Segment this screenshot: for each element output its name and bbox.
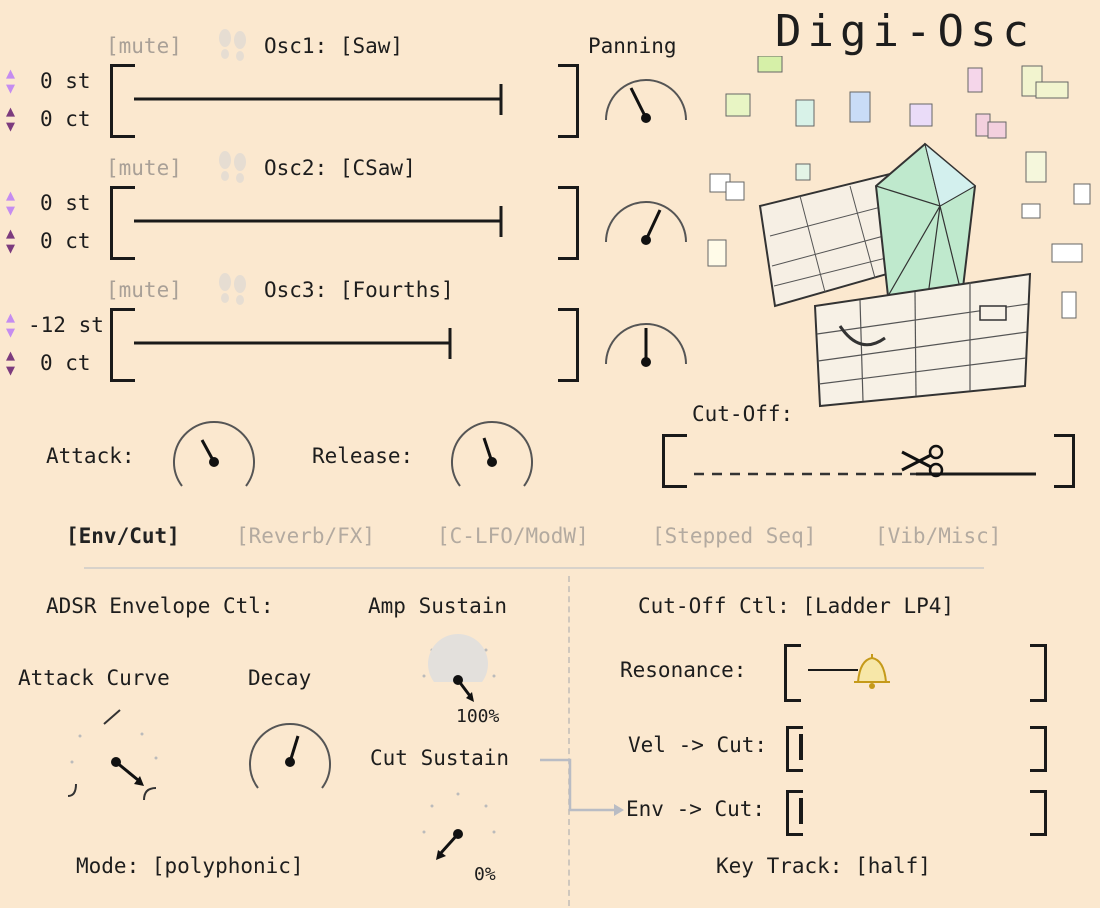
spinner-down-icon[interactable]: ▲▼ — [6, 346, 16, 379]
osc3-level-bracket-right — [558, 308, 579, 382]
attack-curve-label: Attack Curve — [18, 666, 170, 690]
amp-sustain-knob[interactable] — [410, 630, 510, 710]
osc1-level-bracket-left — [110, 64, 135, 138]
tab-reverb-fx[interactable]: [Reverb/FX] — [236, 524, 376, 548]
tab-c-lfo-modw[interactable]: [C-LFO/ModW] — [437, 524, 589, 548]
scissors-icon[interactable] — [896, 440, 950, 480]
resonance-slider[interactable] — [800, 650, 900, 694]
osc1-mute-button[interactable]: [mute] — [106, 34, 182, 58]
osc3-level-slider[interactable] — [134, 326, 464, 362]
osc3-mute-button[interactable]: [mute] — [106, 278, 182, 302]
spinner-up-icon[interactable]: ▲▼ — [6, 308, 16, 341]
treasure-chest-icon — [707, 56, 1091, 408]
osc3-level-bracket-left — [110, 308, 135, 382]
cutoff-bracket-right — [1054, 434, 1075, 488]
osc2-level-bracket-left — [110, 186, 135, 260]
tab-divider — [84, 567, 984, 569]
osc2-wave-selector[interactable]: Osc2: [CSaw] — [264, 156, 416, 180]
spinner-down-icon[interactable]: ▲▼ — [6, 224, 16, 257]
osc1-cents[interactable]: 0 ct — [40, 107, 91, 131]
attack-curve-knob[interactable] — [60, 700, 170, 810]
release-knob[interactable] — [444, 412, 540, 492]
tab-env-cut[interactable]: [Env/Cut] — [66, 524, 180, 548]
cut-sustain-label: Cut Sustain — [370, 746, 510, 770]
resonance-bracket-left — [784, 644, 801, 702]
amp-sustain-value: 100% — [456, 706, 500, 727]
osc3-pan-knob[interactable] — [598, 318, 694, 374]
env-cut-bracket-left — [786, 790, 803, 836]
cutoff-label: Cut-Off: — [692, 402, 794, 426]
spinner-up-icon[interactable]: ▲▼ — [6, 186, 16, 219]
cutoff-slider[interactable] — [690, 440, 1046, 482]
osc2-level-bracket-right — [558, 186, 579, 260]
osc1-level-bracket-right — [558, 64, 579, 138]
osc1-level-slider[interactable] — [134, 82, 514, 118]
attack-label: Attack: — [46, 444, 135, 468]
vel-cut-bracket-left — [786, 726, 803, 772]
spinner-down-icon[interactable]: ▲▼ — [6, 102, 16, 135]
decay-label: Decay — [248, 666, 312, 690]
key-track-selector[interactable]: Key Track: [half] — [716, 854, 931, 878]
footprints-icon — [219, 29, 246, 61]
cutoff-bracket-left — [662, 434, 687, 488]
app-title: Digi-Osc — [775, 6, 1035, 57]
osc1-semitones[interactable]: 0 st — [40, 69, 91, 93]
attack-knob[interactable] — [166, 412, 262, 492]
tab-stepped-seq[interactable]: [Stepped Seq] — [652, 524, 817, 548]
footprints-icon — [219, 273, 246, 305]
resonance-label: Resonance: — [620, 658, 747, 682]
cutoff-ctl-heading[interactable]: Cut-Off Ctl: [Ladder LP4] — [638, 594, 955, 618]
osc3-cents[interactable]: 0 ct — [40, 351, 91, 375]
tab-vib-misc[interactable]: [Vib/Misc] — [875, 524, 1002, 548]
cut-sustain-value: 0% — [474, 864, 496, 885]
osc1-pan-knob[interactable] — [598, 74, 694, 130]
footprints-icon — [219, 151, 246, 183]
vel-cut-label: Vel -> Cut: — [628, 733, 768, 757]
vel-cut-slider[interactable] — [799, 734, 803, 760]
cut-sustain-knob[interactable] — [410, 786, 510, 866]
adsr-heading: ADSR Envelope Ctl: — [46, 594, 274, 618]
osc2-level-slider[interactable] — [134, 204, 514, 240]
osc2-pan-knob[interactable] — [598, 196, 694, 252]
osc2-cents[interactable]: 0 ct — [40, 229, 91, 253]
osc1-wave-selector[interactable]: Osc1: [Saw] — [264, 34, 404, 58]
amp-sustain-label: Amp Sustain — [368, 594, 508, 618]
osc3-wave-selector[interactable]: Osc3: [Fourths] — [264, 278, 454, 302]
decay-knob[interactable] — [242, 712, 338, 802]
bell-icon — [854, 654, 890, 689]
panning-label: Panning — [588, 34, 677, 58]
resonance-bracket-right — [1030, 644, 1047, 702]
release-label: Release: — [312, 444, 414, 468]
env-cut-slider[interactable] — [799, 798, 803, 824]
osc2-mute-button[interactable]: [mute] — [106, 156, 182, 180]
spinner-up-icon[interactable]: ▲▼ — [6, 64, 16, 97]
env-cut-label: Env -> Cut: — [626, 797, 766, 821]
panel-divider — [568, 576, 570, 906]
mode-selector[interactable]: Mode: [polyphonic] — [76, 854, 304, 878]
env-cut-bracket-right — [1030, 790, 1047, 836]
vel-cut-bracket-right — [1030, 726, 1047, 772]
osc2-semitones[interactable]: 0 st — [40, 191, 91, 215]
cut-sustain-link-arrow — [540, 758, 624, 816]
osc3-semitones[interactable]: -12 st — [28, 313, 104, 337]
